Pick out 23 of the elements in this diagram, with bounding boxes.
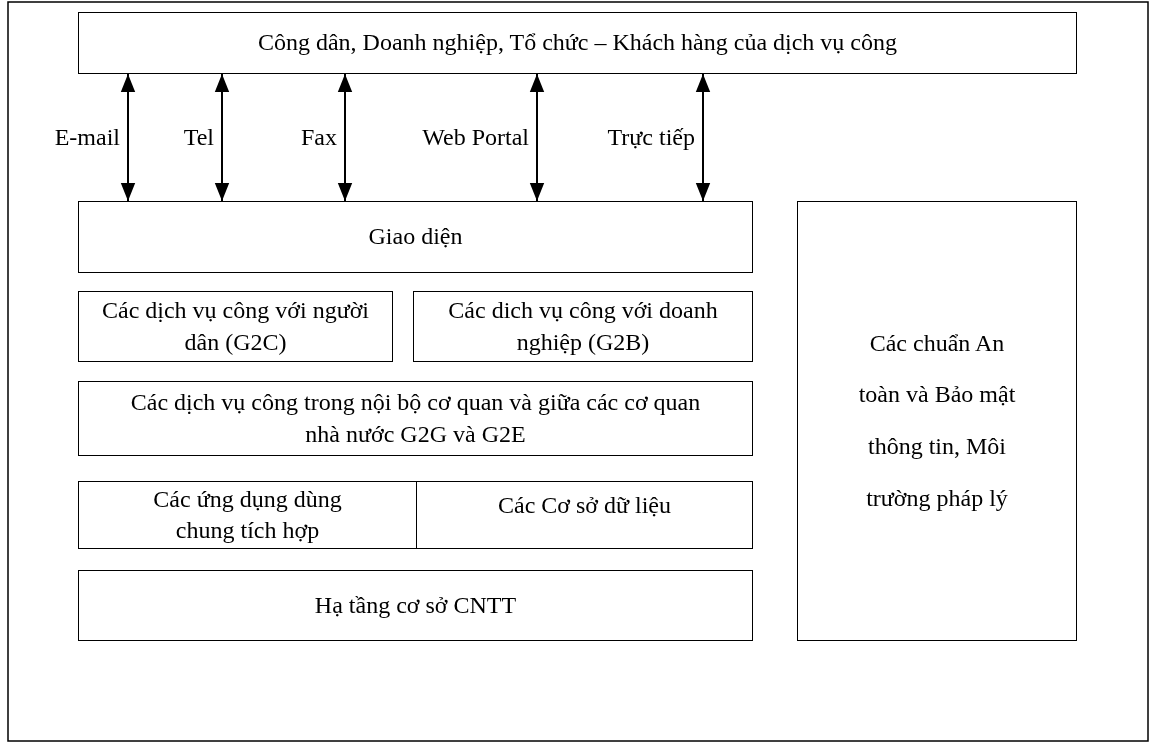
box-label: Các dịch vụ công trong nội bộ cơ quan và giữa các cơ quan nhà nước G2G và G2E xyxy=(129,388,702,449)
box-label: Giao diện xyxy=(368,222,463,252)
box-label: Các ứng dụng dùng chung tích hợp xyxy=(152,484,343,545)
double-arrow xyxy=(337,73,353,202)
layer-box xyxy=(416,481,753,549)
double-arrow xyxy=(695,73,711,202)
layer-box xyxy=(78,381,753,456)
double-arrow xyxy=(214,73,230,202)
layer-box xyxy=(78,291,393,362)
box-label: Các dịch vụ công với người dân (G2C) xyxy=(101,296,370,357)
layer-box xyxy=(78,570,753,641)
double-arrow xyxy=(120,73,136,202)
layer-box xyxy=(78,201,753,273)
layer-box xyxy=(78,481,417,549)
box-label: Các dich vụ công với doanh nghiệp (G2B) xyxy=(447,296,719,357)
box-label: Hạ tầng cơ sở CNTT xyxy=(314,590,517,620)
box-label: Các chuẩn An toàn và Bảo mật thông tin, Môi trường pháp lý xyxy=(857,328,1017,513)
layer-box xyxy=(413,291,753,362)
box-label: Các Cơ sở dữ liệu xyxy=(497,491,671,520)
box-label: Công dân, Doanh nghiệp, Tổ chức – Khách hàng của dịch vụ công xyxy=(257,28,898,58)
layer-box xyxy=(78,12,1077,74)
side-panel xyxy=(797,201,1077,641)
double-arrow xyxy=(529,73,545,202)
